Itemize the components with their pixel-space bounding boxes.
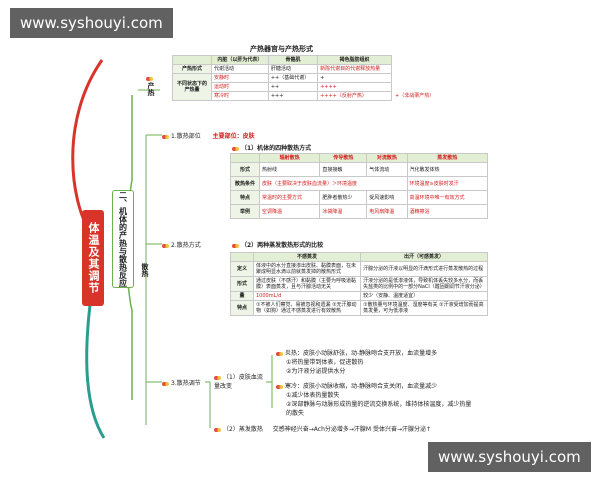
- table-row: 量 1000mL/d 较少（安静、温度适宜）: [230, 291, 488, 301]
- table-row: 形式 通过皮肤（不感汗）和黏膜（主要为呼吸道黏膜）表面蒸发，且与汗腺活动无关 汗…: [230, 276, 488, 292]
- pill-icon: [146, 76, 153, 81]
- table-row: 产热形式 代谢活动 肝糖活动 新陈代谢目的代谢释放热量: [172, 64, 392, 74]
- chan-label: 产热: [146, 75, 156, 98]
- root-branch-curve: [71, 59, 104, 233]
- pill-icon: [232, 243, 239, 248]
- table-row: 辐射散热 传导散热 对流散热 蒸发散热: [230, 153, 489, 163]
- branch-label: 二、机体的产热与散热反应: [118, 191, 128, 287]
- table-row: 举例 空调降温 冰袋降温 电风扇降温 酒精擦浴: [230, 204, 489, 219]
- evaporation-table: 不感蒸发 出汗（可感蒸发） 定义 体液中的水分直接渗出皮肤、黏膜表面，在未聚成明…: [230, 252, 488, 316]
- part3-node: 3.散热调节: [162, 378, 201, 387]
- reg2-text: 交感神经兴奋→Ach分泌增多→汗腺M 受体兴奋→汗腺分泌↑: [272, 426, 432, 433]
- pill-icon: [232, 146, 239, 151]
- table-row: 特点 ①不被人们察觉，易被忽视和遗漏 ②无汗腺动物（如狗）通过不感蒸发进行有效散…: [230, 300, 488, 316]
- part2-node: 2.散热方式: [162, 240, 201, 249]
- reg-cold-block: 寒冷：皮肤小动脉收缩，动-静脉吻合支关闭，血流量减少 ①减少体表热量散失 ②深部…: [276, 382, 476, 418]
- heat-production-extra: +（非战栗产热）: [395, 93, 435, 99]
- part1-text: 主要部位：皮肤: [212, 133, 255, 140]
- root-label: 体温及其调节: [87, 222, 100, 294]
- table-row: 不同状态下的产热量 安静时 ++（基础代谢） +: [172, 73, 392, 101]
- table-row: 散热条件 皮肤（主要取决于皮肤血流量）＞环境温度 环境温度≥皮肤时发汗: [230, 176, 489, 191]
- table-row: 定义 体液中的水分直接渗出皮肤、黏膜表面，在未聚成明显水滴以前就蒸发掉的散热形式…: [230, 261, 488, 277]
- reg1-fork: [266, 355, 273, 408]
- san-label: 散热: [141, 263, 149, 277]
- watermark-top: www.syshouyi.com: [10, 8, 173, 38]
- pill-icon: [276, 384, 283, 389]
- branch-node: 二、机体的产热与散热反应: [112, 190, 134, 288]
- pill-icon: [276, 351, 283, 356]
- pill-icon: [214, 375, 221, 380]
- table-row: 内脏（以肝为代表） 骨骼肌 褐色脂肪组织: [172, 55, 392, 65]
- four-methods-table: 辐射散热 传导散热 对流散热 蒸发散热 形式 热射线 直接接触 气体流动 汽化散…: [230, 153, 489, 219]
- reg-hot-block: 炎热：皮肤小动脉舒张，动-静脉吻合支开放，血流量增多 ①将热量带到体表，促进散热…: [276, 349, 437, 376]
- reg1-node: （1）皮肤血流量改变: [214, 374, 263, 390]
- heat-production-title: 产热器官与产热形式: [250, 45, 313, 53]
- table-row: 形式 热射线 直接接触 气体流动 汽化散发体热: [230, 162, 489, 177]
- pill-icon: [162, 381, 169, 386]
- reg2-node: （2）蒸发散热 交感神经兴奋→Ach分泌增多→汗腺M 受体兴奋→汗腺分泌↑: [214, 424, 431, 433]
- sub2-title: （2）两种蒸发散热形式的比较: [232, 240, 323, 249]
- pill-icon: [214, 427, 221, 432]
- part3-fork: [205, 381, 211, 428]
- table-row: 特点 常温时的主要方式 肥胖者散热少 受风速影响 高温环境中唯一有效方式: [230, 190, 489, 205]
- root-node: 体温及其调节: [82, 210, 104, 306]
- part1-node: 1.散热部位 主要部位：皮肤: [162, 131, 255, 140]
- table-row: 寒冷时 +++ ++++（反射产热）: [173, 91, 392, 101]
- watermark-bottom: www.syshouyi.com: [428, 442, 591, 472]
- pill-icon: [162, 134, 169, 139]
- sub1-title: （1）机体的四种散热方式: [232, 143, 311, 152]
- pill-icon: [162, 243, 169, 248]
- table-row: 不感蒸发 出汗（可感蒸发）: [230, 252, 488, 262]
- heat-production-table: 内脏（以肝为代表） 骨骼肌 褐色脂肪组织 产热形式 代谢活动 肝糖活动 新陈代谢…: [172, 55, 392, 101]
